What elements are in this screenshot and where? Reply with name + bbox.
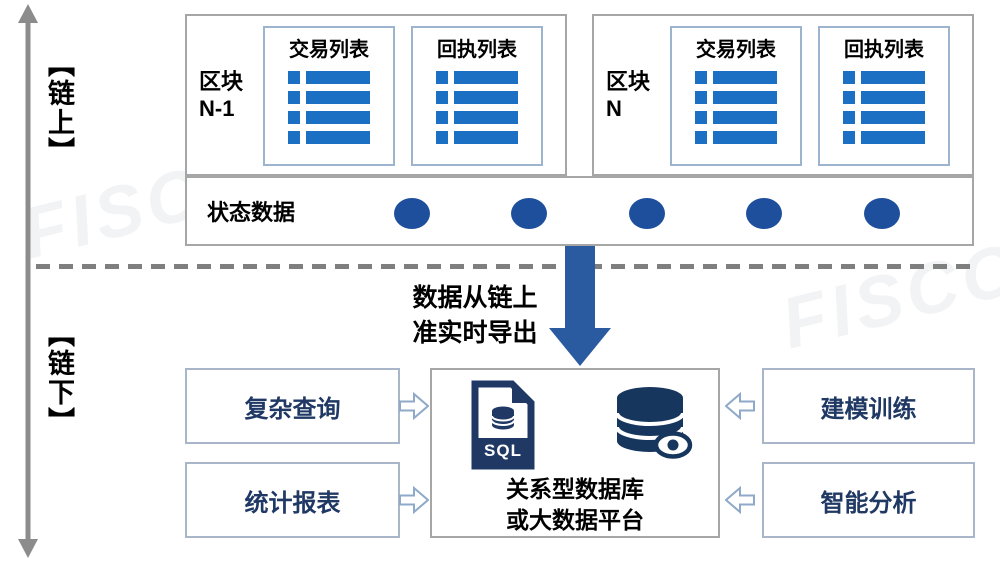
list-row: [436, 91, 518, 104]
block-number: N-1: [199, 96, 235, 121]
state-node-icon: [746, 198, 782, 229]
block-title: 区块: [199, 69, 244, 94]
state-node-icon: [864, 198, 900, 229]
export-note-line1: 数据从链上: [412, 284, 538, 312]
receipt-list-title: 回执列表: [844, 39, 924, 61]
complex-query-label: 复杂查询: [244, 395, 341, 423]
zone-label-on-chain: 【链上】: [44, 50, 74, 166]
list-row: [695, 111, 777, 124]
platform-name-line2: 或大数据平台: [506, 507, 644, 533]
transaction-list-box: 交易列表: [263, 26, 395, 166]
list-icon: [265, 71, 393, 144]
fisco-watermark: FISCO: [774, 227, 1000, 366]
report-label: 统计报表: [244, 489, 341, 517]
flow-arrow-right-icon: [399, 392, 429, 420]
block-n-1: 区块 N-1 交易列表 回执列表: [185, 14, 567, 176]
list-row: [843, 111, 925, 124]
database-eye-icon: [615, 387, 693, 459]
intelligent-analysis-label: 智能分析: [820, 489, 917, 517]
state-node-icon: [629, 198, 665, 229]
transaction-list-title: 交易列表: [696, 39, 776, 61]
block-n-1-label: 区块 N-1: [199, 68, 243, 122]
list-row: [695, 91, 777, 104]
intelligent-analysis-box: 智能分析: [762, 462, 975, 538]
state-data-label: 状态数据: [207, 200, 296, 225]
list-row: [436, 111, 518, 124]
list-icon: [672, 71, 800, 144]
export-note: 数据从链上 准实时导出: [392, 281, 558, 351]
list-row: [288, 131, 370, 144]
report-box: 统计报表: [185, 462, 400, 538]
list-row: [288, 91, 370, 104]
receipt-list-title: 回执列表: [437, 39, 517, 61]
block-number: N: [606, 96, 622, 121]
complex-query-box: 复杂查询: [185, 368, 400, 444]
list-row: [436, 131, 518, 144]
watermark-text: FISCO: [773, 227, 1000, 365]
zone-label-off-chain: 【链下】: [44, 320, 74, 436]
list-row: [695, 131, 777, 144]
list-row: [288, 111, 370, 124]
receipt-list-box: 回执列表: [818, 26, 950, 166]
list-row: [288, 71, 370, 84]
flow-arrow-right-icon: [399, 486, 429, 514]
flow-arrow-left-icon: [725, 392, 755, 420]
list-row: [843, 131, 925, 144]
transaction-list-title: 交易列表: [289, 39, 369, 61]
list-icon: [820, 71, 948, 144]
list-row: [436, 71, 518, 84]
sql-file-icon: SQL: [468, 380, 538, 470]
block-n-label: 区块 N: [606, 68, 650, 122]
vertical-double-arrow-icon: [18, 4, 38, 558]
block-n: 区块 N 交易列表 回执列表: [592, 14, 974, 176]
flow-arrow-left-icon: [725, 486, 755, 514]
list-icon: [413, 71, 541, 144]
platform-name: 关系型数据库 或大数据平台: [432, 474, 718, 536]
sql-badge: SQL: [484, 441, 522, 460]
block-title: 区块: [606, 69, 651, 94]
state-data-box: 状态数据: [185, 176, 974, 246]
transaction-list-box: 交易列表: [670, 26, 802, 166]
modeling-training-label: 建模训练: [820, 395, 917, 423]
platform-name-line1: 关系型数据库: [506, 476, 644, 502]
export-note-line2: 准实时导出: [412, 319, 538, 347]
list-row: [843, 91, 925, 104]
chain-boundary-dashed-line: [36, 264, 976, 269]
modeling-training-box: 建模训练: [762, 368, 975, 444]
state-node-icon: [511, 198, 547, 229]
receipt-list-box: 回执列表: [411, 26, 543, 166]
state-node-icon: [394, 198, 430, 229]
list-row: [843, 71, 925, 84]
database-platform-box: SQL 关系型数据库 或大数据平台: [430, 368, 720, 538]
list-row: [695, 71, 777, 84]
